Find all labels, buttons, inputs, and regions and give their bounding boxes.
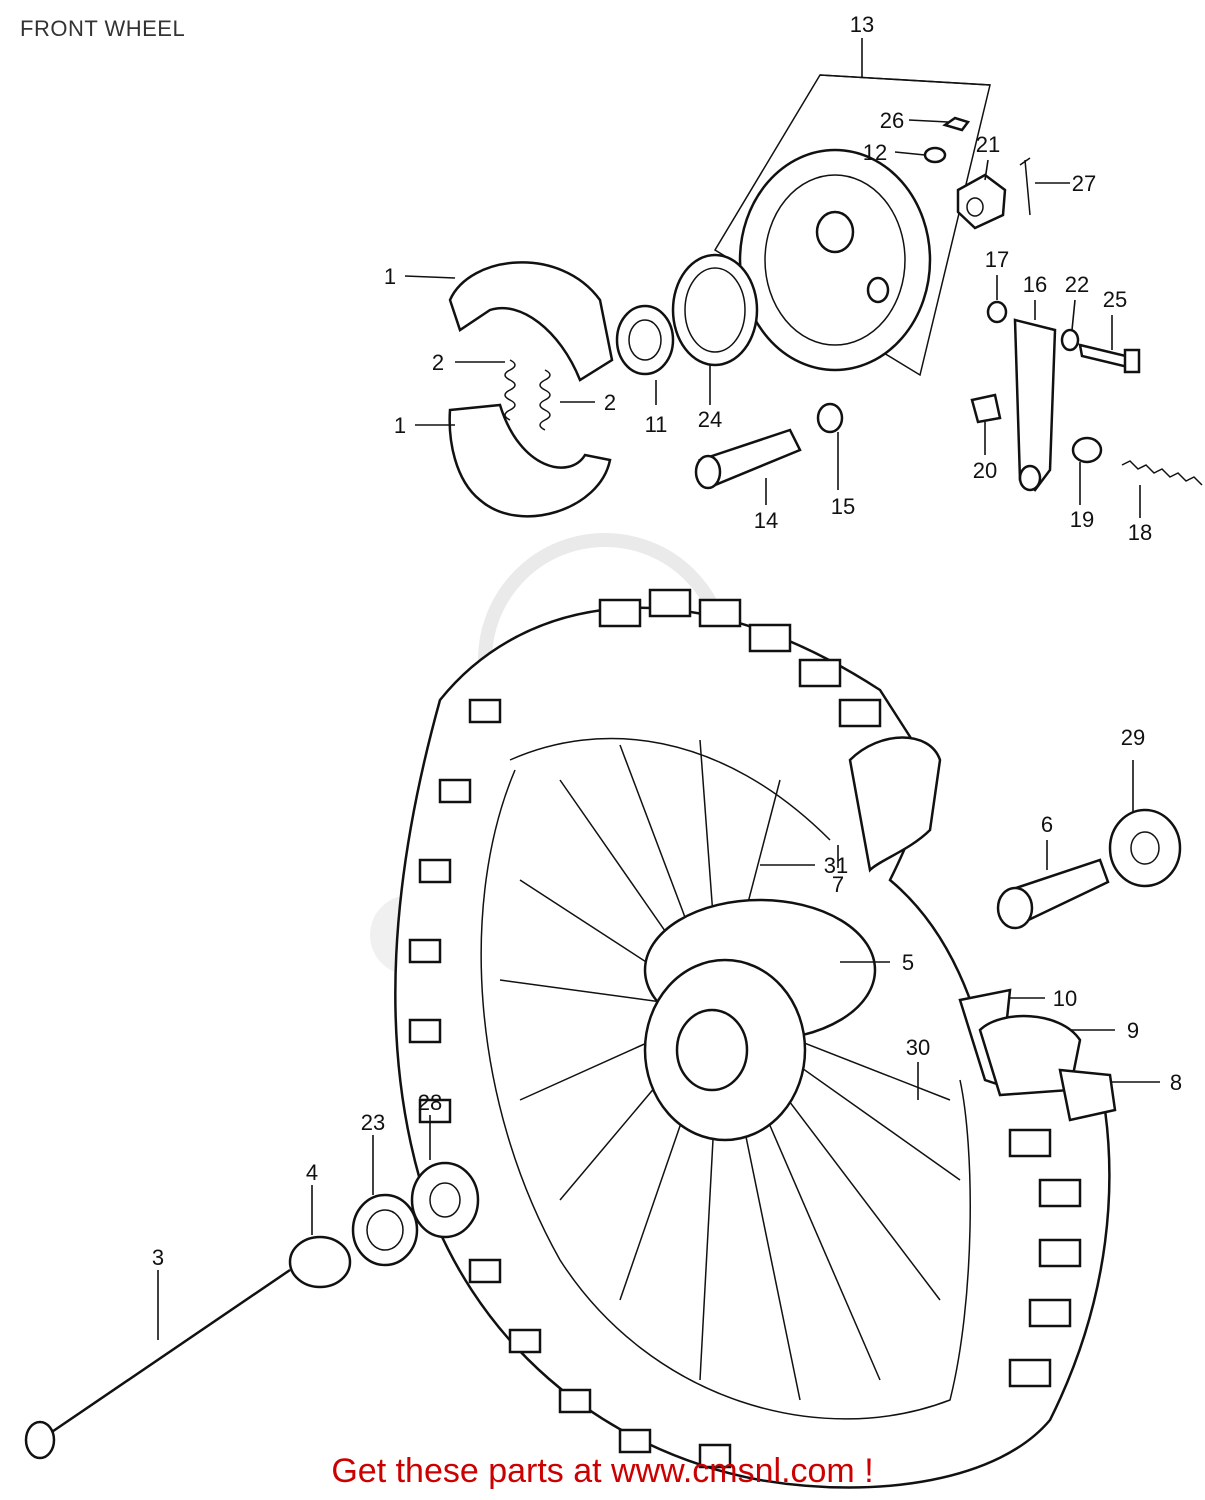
tire-tread xyxy=(408,588,1082,1469)
rim xyxy=(480,737,971,1420)
hub-bore xyxy=(675,1008,749,1092)
callout-4: 4 xyxy=(306,1160,318,1185)
callout-30: 30 xyxy=(906,1035,930,1060)
callout-15: 15 xyxy=(831,494,855,519)
screw-26 xyxy=(942,116,971,132)
spacer-4 xyxy=(288,1235,352,1289)
callout-29: 29 xyxy=(1121,725,1145,750)
callout-20: 20 xyxy=(973,458,997,483)
joint-20 xyxy=(970,393,1002,424)
callout-11: 11 xyxy=(645,412,668,437)
brake-panel xyxy=(713,74,991,377)
callout-19: 19 xyxy=(1070,507,1094,532)
brake-shoe-upper xyxy=(448,261,614,382)
callout-27: 27 xyxy=(1072,171,1096,196)
footer-link[interactable]: Get these parts at www.cmsnl.com ! xyxy=(331,1452,874,1490)
callout-1-lower: 1 xyxy=(394,413,406,438)
callout-5: 5 xyxy=(902,950,914,975)
washer-12 xyxy=(923,146,947,164)
diagram-title: FRONT WHEEL xyxy=(20,16,186,41)
callout-17: 17 xyxy=(985,247,1009,272)
callout-21: 21 xyxy=(976,132,1000,157)
spring-18 xyxy=(1121,460,1203,486)
callout-16: 16 xyxy=(1023,272,1047,297)
tube xyxy=(848,736,942,873)
bearing-retainer xyxy=(615,304,675,376)
tube-9 xyxy=(978,1014,1082,1097)
callout-25: 25 xyxy=(1103,287,1127,312)
shoe-springs xyxy=(504,359,551,431)
bearing-29 xyxy=(1108,808,1182,888)
callout-31: 31 xyxy=(824,853,848,878)
callout-22: 22 xyxy=(1065,272,1089,297)
axle xyxy=(24,1268,291,1460)
callout-23: 23 xyxy=(361,1110,385,1135)
callout-2-right: 2 xyxy=(604,390,616,415)
callout-9: 9 xyxy=(1127,1018,1139,1043)
leader-lines xyxy=(157,38,1160,1340)
brake-arm xyxy=(1013,318,1057,492)
callout-2-left: 2 xyxy=(432,350,444,375)
callout-28: 28 xyxy=(418,1090,442,1115)
washer-22 xyxy=(1060,328,1080,352)
callout-6: 6 xyxy=(1041,812,1053,837)
callout-7: 7 xyxy=(832,872,844,897)
callout-3: 3 xyxy=(152,1245,164,1270)
callout-13: 13 xyxy=(850,12,874,37)
tire-8 xyxy=(1058,1068,1117,1122)
callout-26: 26 xyxy=(880,108,904,133)
callout-labels: 13 26 12 21 27 17 16 22 25 20 19 18 1 2 … xyxy=(152,12,1182,1270)
bearing-28 xyxy=(410,1161,480,1239)
oil-seal-23 xyxy=(351,1193,419,1267)
callout-24: 24 xyxy=(698,407,722,432)
cotter-pin-27 xyxy=(1019,157,1031,216)
callout-10: 10 xyxy=(1053,986,1077,1011)
brake-shoe-lower xyxy=(448,403,612,518)
dust-seal xyxy=(671,253,759,367)
callout-14: 14 xyxy=(754,508,778,533)
callout-18: 18 xyxy=(1128,520,1152,545)
callout-1-upper: 1 xyxy=(384,264,396,289)
wheel-assembly xyxy=(394,588,1111,1489)
pin-19 xyxy=(1071,436,1103,464)
callout-8: 8 xyxy=(1170,1070,1182,1095)
callout-12: 12 xyxy=(863,140,887,165)
washer-17 xyxy=(986,300,1008,324)
wear-indicator xyxy=(816,402,844,434)
